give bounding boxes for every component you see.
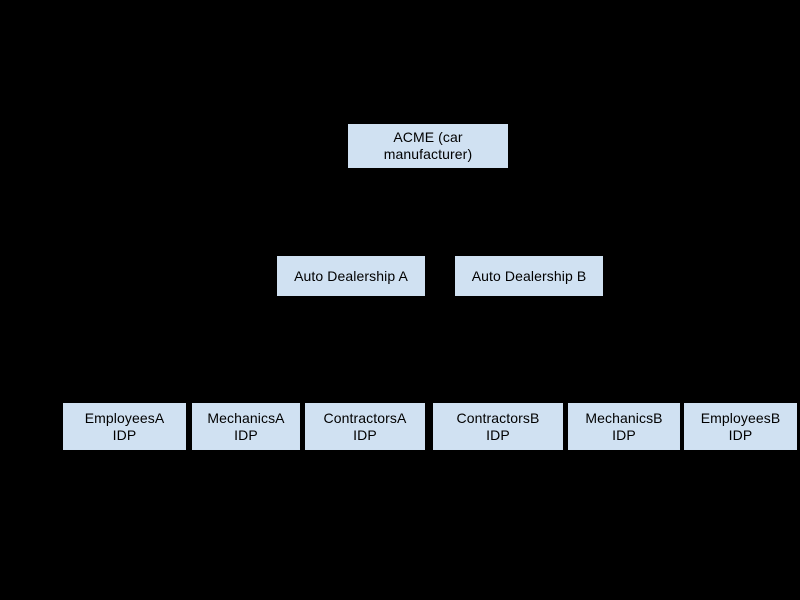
- node-mechanicsb-idp[interactable]: MechanicsB IDP: [568, 403, 680, 450]
- node-employeesb-idp[interactable]: EmployeesB IDP: [684, 403, 797, 450]
- node-auto-dealership-a[interactable]: Auto Dealership A: [277, 256, 425, 296]
- node-contractorsa-idp[interactable]: ContractorsA IDP: [305, 403, 425, 450]
- node-auto-dealership-b[interactable]: Auto Dealership B: [455, 256, 603, 296]
- node-contractorsb-idp[interactable]: ContractorsB IDP: [433, 403, 563, 450]
- node-mechanicsa-idp[interactable]: MechanicsA IDP: [192, 403, 300, 450]
- node-acme-root[interactable]: ACME (car manufacturer): [348, 124, 508, 168]
- node-employeesa-idp[interactable]: EmployeesA IDP: [63, 403, 186, 450]
